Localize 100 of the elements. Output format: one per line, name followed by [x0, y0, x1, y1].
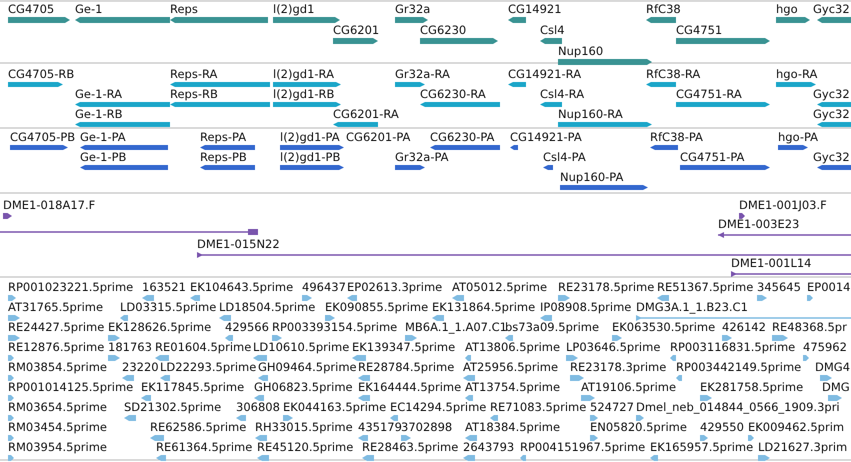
feature-label: CG6230 [420, 24, 466, 37]
feature-label: Nup160-PA [560, 171, 624, 184]
feature-label: DME1-015N22 [197, 238, 280, 251]
feature-label: DMG3A.1_1.B23.C1 [636, 301, 748, 314]
feature-label: 306808 [236, 401, 280, 414]
feature-label: LD18504.5prime [219, 301, 316, 314]
feature-label: DME1-001J03.F [739, 199, 827, 212]
feature-label: RM03954.5prime [8, 441, 107, 454]
feature-label: Gr32a [395, 3, 430, 16]
feature-label: GH09464.5prime [258, 361, 357, 374]
feature-label: RE71083.5prime [490, 401, 586, 414]
feature-label: Ge-1-PB [80, 151, 126, 164]
feature-label: 2643793 [463, 441, 514, 454]
feature-label: RE23178.5prime [558, 281, 654, 294]
feature-label: RP003393154.5prime [272, 321, 398, 334]
feature-label: Nup160 [558, 45, 604, 58]
feature-label: RP003116831.5prime [670, 341, 796, 354]
feature-label: LP03646.5prime [566, 341, 660, 354]
feature-label: LD10610.5prime [253, 341, 350, 354]
feature-label: SD21302.5prime [124, 401, 222, 414]
feature-label: RP001023221.5prime [8, 281, 134, 294]
feature-label: CG4705-RB [8, 68, 74, 81]
feature-label: GH06823.5prime [254, 381, 353, 394]
feature-label: AT31765.5prime [8, 301, 104, 314]
feature-label: Csl4-PA [543, 151, 586, 164]
feature-label: RE45120.5prime [257, 441, 354, 454]
feature-label: RE24427.5prime [8, 321, 104, 334]
feature-label: hgo [776, 3, 798, 16]
feature-label: Reps-PA [200, 131, 246, 144]
feature-label: l(2)gd1-RA [273, 68, 334, 81]
feature-label: l(2)gd1 [273, 3, 314, 16]
feature-label: RE48368.5pr [772, 321, 847, 334]
feature-label: EK009462.5prim [748, 421, 844, 434]
feature-label: 475962 [803, 341, 847, 354]
feature-label: Gr32a-RA [395, 68, 450, 81]
feature-label: RM03454.5prime [8, 421, 107, 434]
feature-label: CG4705-PB [10, 131, 76, 144]
feature-label: RP001014125.5prime [8, 381, 134, 394]
feature-label: EK165957.5prime [650, 441, 754, 454]
feature-label: AT25956.5prime [463, 361, 558, 374]
feature-label: CG4705 [8, 3, 54, 16]
feature-label: AT13806.5prime [465, 341, 560, 354]
feature-label: Ge-1-PA [80, 131, 126, 144]
feature-label: l(2)gd1-PB [280, 151, 340, 164]
feature-label: Reps [170, 3, 198, 16]
feature-label: CG6230-RA [420, 88, 486, 101]
feature-label: CG6230-PA [430, 131, 494, 144]
feature-label: Dmel_neb_014844_0566_1909.3pri [636, 401, 840, 414]
feature-label: EK128626.5prime [108, 321, 212, 334]
feature-label: CG14921 [508, 3, 562, 16]
feature-label: 524727 [590, 401, 634, 414]
feature-label: RE51367.5prime [657, 281, 754, 294]
feature-label: EN05820.5prime [590, 421, 687, 434]
feature-label: Reps-RA [170, 68, 218, 81]
feature-label: EK164444.5prime [358, 381, 462, 394]
feature-label: 429550 [700, 421, 744, 434]
feature-label: EC14294.5prime [390, 401, 486, 414]
feature-label: AT05012.5prime [452, 281, 548, 294]
feature-label: 426142 [722, 321, 766, 334]
feature-label: AT19106.5prime [581, 381, 676, 394]
feature-label: RE28784.5prime [358, 361, 454, 374]
feature-label: EP02613.3prime [347, 281, 442, 294]
feature-label: Ge-1 [75, 3, 102, 16]
feature-label: EP0014 [807, 281, 850, 294]
feature-label: Reps-PB [200, 151, 247, 164]
feature-label: 496437 [302, 281, 346, 294]
feature-label: RH33015.5prime [255, 421, 353, 434]
feature-label: RE12876.5prime [8, 341, 104, 354]
feature-label: l(2)gd1-PA [280, 131, 340, 144]
feature-label: CG6201-PA [346, 131, 410, 144]
feature-label: Ge-1-RB [75, 108, 122, 121]
feature-label: CG4751 [676, 24, 722, 37]
feature-label: Csl4 [540, 24, 565, 37]
feature-label: 429566 [225, 321, 269, 334]
feature-label: EK090855.5prime [325, 301, 428, 314]
feature-label: RM03654.5prime [8, 401, 107, 414]
feature-label: RP003442149.5prime [676, 361, 802, 374]
feature-label: CG6201 [333, 24, 380, 37]
feature-label: l(2)gd1-RB [273, 88, 334, 101]
feature-label: 23220 [122, 361, 159, 374]
feature-label: RE01604.5prime [155, 341, 252, 354]
feature-label: EK139347.5prime [352, 341, 456, 354]
feature-label: IP08908.5prime [540, 301, 632, 314]
feature-label: hgo-RA [776, 68, 818, 81]
feature-label: 345645 [757, 281, 801, 294]
feature-label: Gyc32 [813, 3, 850, 16]
feature-label: RfC38-PA [650, 131, 703, 144]
feature-label: CG4751-PA [680, 151, 744, 164]
feature-label: EK104643.5prime [190, 281, 294, 294]
feature-label: RE61364.5prime [156, 441, 252, 454]
feature-label: 3702898 [401, 421, 452, 434]
feature-label: Nup160-RA [558, 108, 623, 121]
feature-label: AT13754.5prime [465, 381, 560, 394]
feature-label: RE28463.5prime [362, 441, 458, 454]
feature-label: RM03854.5prime [8, 361, 107, 374]
feature-label: CG14921-PA [510, 131, 582, 144]
feature-label: LD21627.3prim [758, 441, 848, 454]
feature-label: 163521 [142, 281, 186, 294]
feature-label: DME1-018A17.F [3, 199, 96, 212]
feature-label: EK131864.5prime [432, 301, 536, 314]
